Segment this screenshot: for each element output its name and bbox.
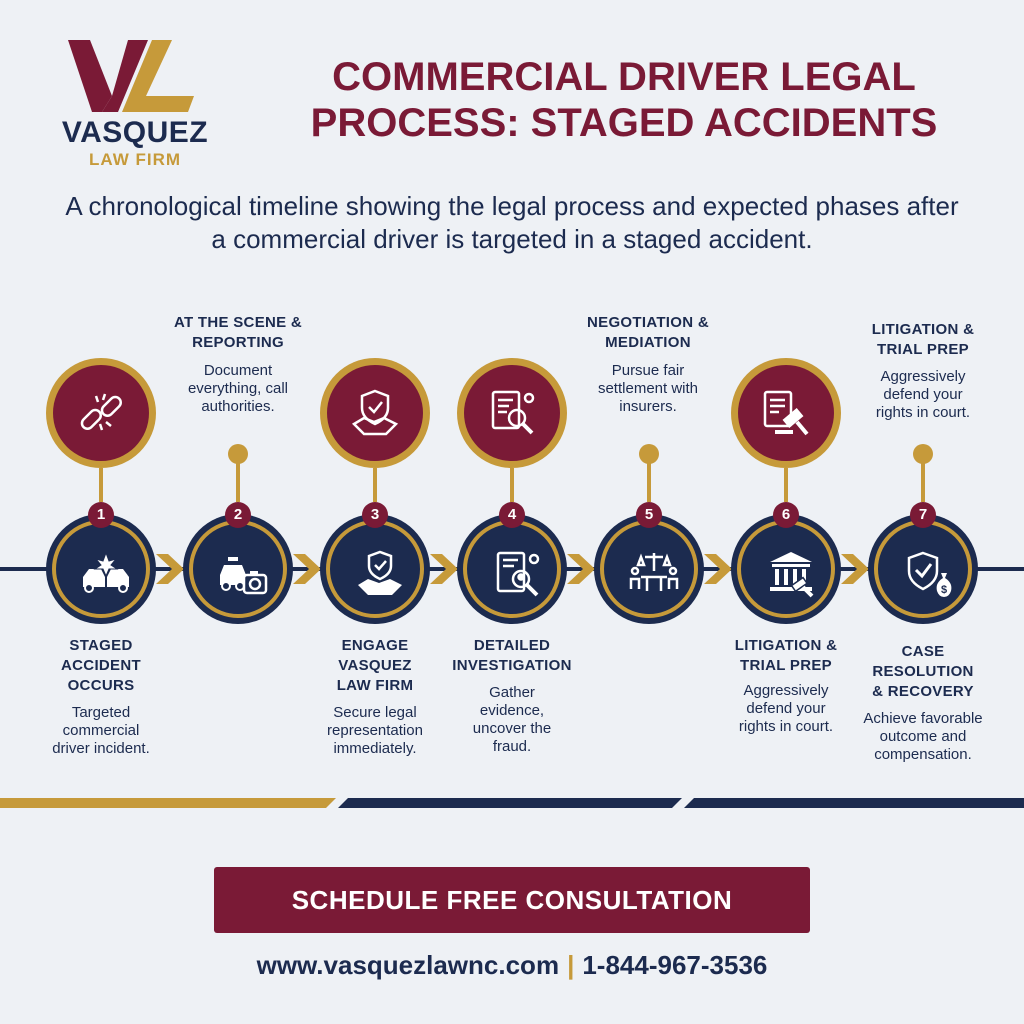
pin-stem (784, 468, 788, 502)
brand-subtitle: LAW FIRM (88, 150, 182, 169)
car-crash-icon (83, 551, 129, 593)
document-gavel-icon (763, 390, 809, 436)
step-6-number: 6 (773, 502, 799, 528)
step-4-desc: Gather evidence, uncover the fraud. (472, 684, 552, 755)
step-3-pin (320, 358, 430, 468)
pin-stem (921, 462, 925, 502)
step-7-title: CASE RESOLUTION & RECOVERY (872, 643, 974, 700)
shield-handshake-icon (358, 550, 402, 595)
page-title: COMMERCIAL DRIVER LEGAL PROCESS: STAGED … (310, 55, 938, 145)
step-4-node (457, 514, 567, 624)
step-3-node (320, 514, 430, 624)
vl-monogram-icon (68, 40, 194, 112)
step-2-title: AT THE SCENE & REPORTING (173, 314, 303, 351)
pin-stem (510, 468, 514, 502)
broken-chain-icon (80, 393, 122, 431)
step-6-node (731, 514, 841, 624)
step-3-number: 3 (362, 502, 388, 528)
step-4-number: 4 (499, 502, 525, 528)
divider-bar-navy (684, 798, 1024, 808)
website-link[interactable]: www.vasquezlawnc.com (256, 950, 560, 980)
chevron-right-icon (156, 554, 184, 584)
step-1-title: STAGED ACCIDENT OCCURS (61, 637, 141, 694)
step-5-marker-dot (639, 444, 659, 464)
pin-stem (373, 468, 377, 502)
page-subtitle: A chronological timeline showing the leg… (65, 191, 959, 254)
step-3-desc: Secure legal representation immediately. (327, 704, 423, 757)
step-5-title: NEGOTIATION & MEDIATION (587, 314, 709, 351)
chevron-right-icon (841, 554, 869, 584)
step-1-node (46, 514, 156, 624)
step-1-number: 1 (88, 502, 114, 528)
step-7-node: $ (868, 514, 978, 624)
step-2-node (183, 514, 293, 624)
pin-stem (99, 468, 103, 502)
contact-separator: | (567, 950, 575, 980)
step-6-pin (731, 358, 841, 468)
pin-stem (647, 462, 651, 502)
step-4-pin (457, 358, 567, 468)
step-2-desc: Document everything, call authorities. (187, 362, 289, 415)
courthouse-gavel-icon (770, 552, 814, 598)
police-car-camera-icon (220, 557, 268, 595)
document-magnifier-icon (496, 551, 540, 597)
step-1-desc: Targeted commercial driver incident. (52, 704, 150, 757)
mediation-table-icon (629, 553, 679, 591)
step-6-top-title: LITIGATION & TRIAL PREP (871, 321, 975, 358)
phone-link[interactable]: 1-844-967-3536 (582, 950, 768, 980)
step-7-number: 7 (910, 502, 936, 528)
svg-text:$: $ (941, 584, 947, 596)
chevron-right-icon (567, 554, 595, 584)
schedule-consultation-button[interactable]: SCHEDULE FREE CONSULTATION (214, 867, 810, 933)
divider-bar-gold (0, 798, 336, 808)
chevron-right-icon (293, 554, 321, 584)
chevron-right-icon (430, 554, 458, 584)
brand-name: VASQUEZ (61, 116, 209, 149)
step-3-title: ENGAGE VASQUEZ LAW FIRM (336, 637, 414, 694)
step-6-desc: Aggressively defend your rights in court… (738, 682, 834, 735)
chevron-right-icon (704, 554, 732, 584)
step-5-desc: Pursue fair settlement with insurers. (597, 362, 699, 415)
pin-stem (236, 462, 240, 502)
step-5-node (594, 514, 704, 624)
step-4-title: DETAILED INVESTIGATION (452, 637, 572, 674)
step-7-desc: Achieve favorable outcome and compensati… (863, 710, 983, 763)
step-2-marker-dot (228, 444, 248, 464)
contact-line: www.vasquezlawnc.com|1-844-967-3536 (0, 950, 1024, 981)
shield-handshake-icon (351, 389, 399, 436)
step-7-marker-dot (913, 444, 933, 464)
step-1-pin (46, 358, 156, 468)
divider-bar-navy (338, 798, 682, 808)
document-magnifier-icon (491, 390, 535, 435)
step-6-title: LITIGATION & TRIAL PREP (734, 637, 838, 674)
shield-money-bag-icon: $ (907, 551, 952, 597)
brand-logo: VASQUEZ LAW FIRM (40, 40, 230, 180)
step-2-number: 2 (225, 502, 251, 528)
step-5-number: 5 (636, 502, 662, 528)
step-6-top-desc: Aggressively defend your rights in court… (875, 368, 971, 421)
